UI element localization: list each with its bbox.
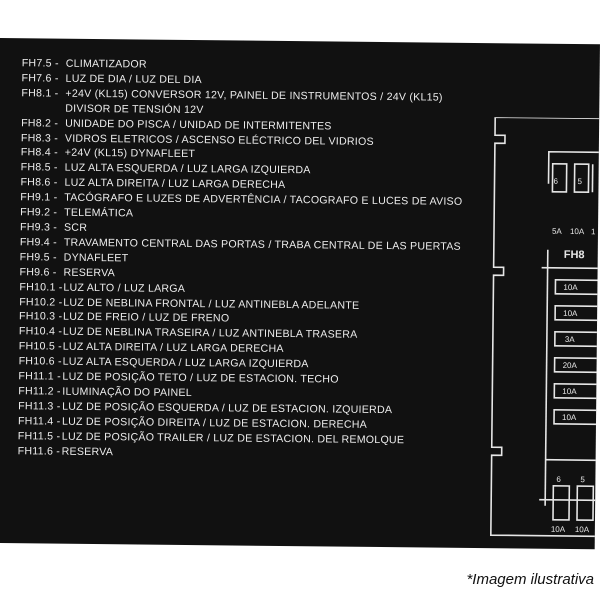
fuse-code: FH10.6 - <box>18 355 62 368</box>
fuse-label-sheet: FH7.5 - CLIMATIZADOR FH7.6 - LUZ DE DIA / L… <box>0 38 600 550</box>
fuse-code: FH9.3 - <box>19 221 58 234</box>
fuse-description: ILUMINAÇÃO DO PAINEL <box>62 385 192 399</box>
fuse-description: LUZ ALTO / LUZ LARGA <box>63 281 186 295</box>
fuse-code: FH10.3 - <box>19 310 63 324</box>
mid-rating-2: 10A <box>563 309 578 318</box>
fuse-code: FH9.1 - <box>20 191 58 204</box>
top-number-5: 5 <box>577 177 582 186</box>
fuse-code: FH8.5 - <box>20 161 58 174</box>
fuse-code: FH8.6 - <box>20 176 58 189</box>
fuse-description: SCR <box>63 221 88 234</box>
fuse-description: TELEMÁTICA <box>64 206 134 220</box>
fuse-description: CLIMATIZADOR <box>65 57 147 71</box>
housing-outline <box>490 117 600 538</box>
fuse-code: FH11.5 - <box>17 429 61 443</box>
fuse-code: FH11.6 - <box>17 444 61 458</box>
fuse-code: FH7.6 - <box>21 72 59 85</box>
bottom-fuse-slot-2 <box>576 485 595 522</box>
mid-rating-1: 10A <box>563 283 578 292</box>
fuse-code: FH9.4 - <box>19 236 58 249</box>
illustrative-image-caption: *Imagem ilustrativa <box>466 571 594 588</box>
fuse-description: RESERVA <box>63 266 116 279</box>
middle-module-rails <box>539 266 600 502</box>
bottom-rating-2: 10A <box>575 525 590 534</box>
fuse-code: FH11.3 - <box>18 400 61 413</box>
middle-module-left <box>544 249 549 506</box>
top-module-outline <box>547 150 600 184</box>
fuse-description: LUZ DE FREIO / LUZ DE FRENO <box>63 311 230 325</box>
mid-rating-6: 10A <box>562 413 577 422</box>
fuse-list: FH7.5 - CLIMATIZADOR FH7.6 - LUZ DE DIA / L… <box>18 56 492 463</box>
fuse-code: FH10.1 - <box>19 280 63 294</box>
fuse-code: FH9.2 - <box>20 206 58 219</box>
top-rating-2: 10A <box>570 227 585 236</box>
top-rating-1: 5A <box>552 227 563 236</box>
top-number-6: 6 <box>553 177 558 186</box>
fuse-code: FH8.2 - <box>21 116 59 130</box>
fuse-code: FH10.5 - <box>18 340 63 353</box>
fuse-code: FH8.1 - <box>21 87 59 100</box>
fuse-code: FH8.3 - <box>20 131 59 145</box>
fuse-code: FH11.1 - <box>18 370 61 383</box>
mid-rating-5: 10A <box>562 387 577 396</box>
bottom-module-top <box>545 458 598 462</box>
bottom-rating-1: 10A <box>551 525 566 534</box>
mid-rating-3: 3A <box>565 335 576 344</box>
bottom-number-5: 5 <box>580 475 585 484</box>
fuse-box-diagram: 6 5 5A 10A 1 FH8 10A 10A 3A 20A 10A 10A … <box>487 117 600 548</box>
fuse-description: DYNAFLEET <box>63 251 129 265</box>
bottom-number-6: 6 <box>556 475 561 484</box>
fuse-code: FH10.4 - <box>18 325 63 338</box>
fuse-code: FH11.4 - <box>17 414 61 428</box>
top-rating-3: 1 <box>591 227 596 236</box>
bottom-fuse-slot-1 <box>552 485 571 521</box>
fuse-description: RESERVA <box>61 445 114 458</box>
top-fuse-slot-1 <box>551 162 568 193</box>
top-fuse-slot-2 <box>573 163 590 193</box>
fuse-description: +24V (KL15) DYNAFLEET <box>64 147 196 161</box>
fuse-code: FH7.5 - <box>21 57 59 70</box>
block-title-fh8: FH8 <box>564 249 585 261</box>
mid-fuse-slot-3 <box>553 331 600 348</box>
fuse-code: FH11.2 - <box>18 385 61 398</box>
fuse-code: FH9.6 - <box>19 265 57 279</box>
fuse-box-drawing: 6 5 5A 10A 1 FH8 10A 10A 3A 20A 10A 10A … <box>490 117 600 538</box>
mid-rating-4: 20A <box>563 361 578 370</box>
fuse-code: FH8.4 - <box>20 146 58 160</box>
fuse-description: LUZ DE DIA / LUZ DEL DIA <box>65 72 202 87</box>
fuse-code: FH9.5 - <box>19 250 57 264</box>
fuse-code: FH10.2 - <box>19 295 63 309</box>
